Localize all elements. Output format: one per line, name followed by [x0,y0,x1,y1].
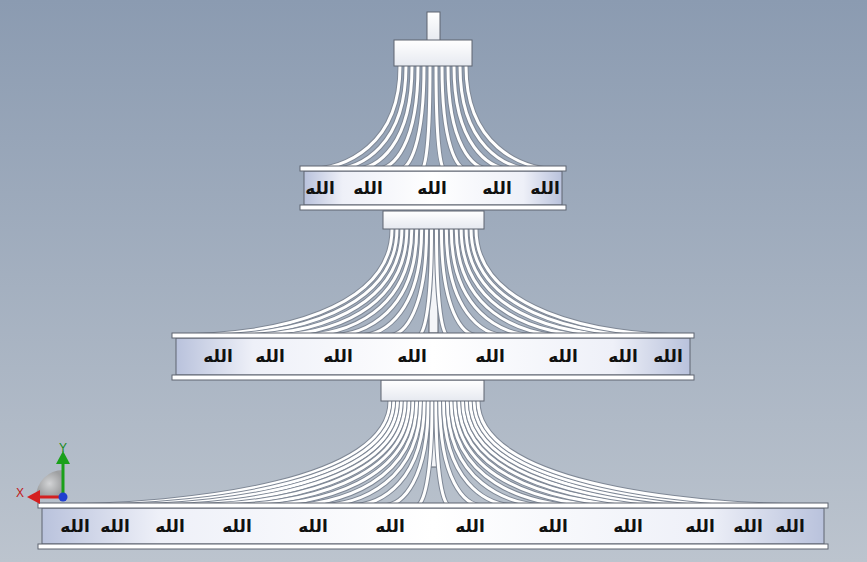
ring-lip [300,166,566,171]
arm-strands [44,401,822,506]
calligraphy-label: الله [417,180,446,197]
calligraphy-label: الله [203,348,232,365]
arm-strands [304,66,562,170]
arm-strands [176,229,690,336]
calligraphy-label: الله [222,518,251,535]
ring-band [304,171,562,205]
calligraphy-label: الله [608,348,637,365]
axis-triad [27,451,70,504]
calligraphy-label: الله [613,518,642,535]
ring-lip [172,375,694,380]
ring-band [42,508,824,544]
calligraphy-label: الله [653,348,682,365]
calligraphy-label: الله [155,518,184,535]
calligraphy-label: الله [60,518,89,535]
calligraphy-label: الله [482,180,511,197]
ring-lip [172,333,694,338]
middle-hub [383,211,484,229]
calligraphy-label: الله [548,348,577,365]
top-hub [394,40,472,66]
calligraphy-label: الله [455,518,484,535]
calligraphy-label: الله [397,348,426,365]
calligraphy-label: الله [475,348,504,365]
calligraphy-label: الله [353,180,382,197]
calligraphy-label: الله [255,348,284,365]
axis-label: Y [59,442,67,454]
calligraphy-label: الله [323,348,352,365]
calligraphy-label: الله [100,518,129,535]
calligraphy-label: الله [530,180,559,197]
ring-lip [38,503,828,508]
ring-band [176,338,690,375]
ring-lip [300,205,566,210]
calligraphy-label: الله [775,518,804,535]
top-stem [427,12,440,42]
calligraphy-label: الله [298,518,327,535]
calligraphy-label: الله [538,518,567,535]
calligraphy-label: الله [685,518,714,535]
calligraphy-label: الله [305,180,334,197]
ring-lip [38,544,828,549]
axis-label: X [16,487,24,499]
lower-hub [381,380,484,401]
calligraphy-label: الله [375,518,404,535]
calligraphy-label: الله [733,518,762,535]
